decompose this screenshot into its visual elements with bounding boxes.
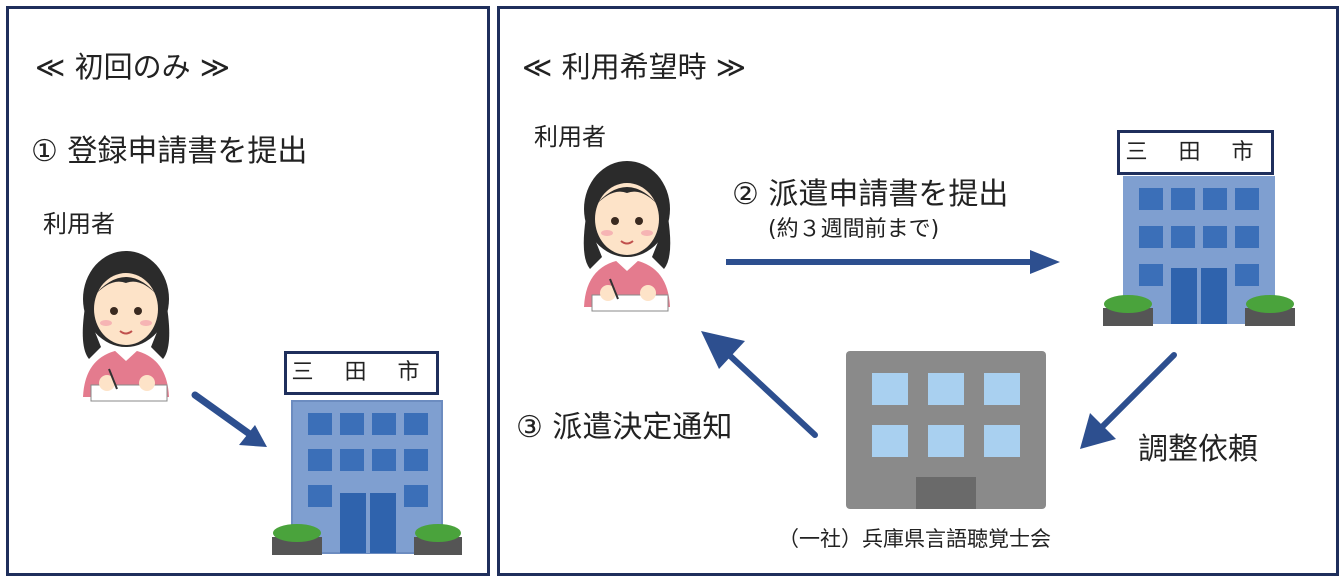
user-label: 利用者 xyxy=(43,210,115,238)
coordination-request-label: 調整依頼 xyxy=(1138,432,1258,467)
when-requesting-panel: ≪ 利用希望時 ≫ 利用者 ② 派遣申請書を提出 (約３週間前まで) 三 田 市 xyxy=(497,6,1339,576)
association-building-icon xyxy=(846,351,1046,509)
city-sign: 三 田 市 xyxy=(1117,130,1274,175)
arrow-icon xyxy=(1080,352,1177,449)
initial-only-panel: ≪ 初回のみ ≫ ① 登録申請書を提出 利用者 三 田 市 xyxy=(6,6,490,576)
association-name: （一社）兵庫県言語聴覚士会 xyxy=(778,527,1051,551)
step2-label: ② 派遣申請書を提出 xyxy=(732,177,1009,212)
user-label: 利用者 xyxy=(534,123,606,151)
step3-label: ③ 派遣決定通知 xyxy=(516,410,733,445)
arrow-icon xyxy=(701,331,818,438)
arrow-icon xyxy=(191,391,267,447)
user-writing-icon xyxy=(82,251,170,402)
step2-note: (約３週間前まで) xyxy=(768,217,940,242)
city-hall-building-icon xyxy=(272,400,462,555)
city-sign: 三 田 市 xyxy=(284,351,439,395)
panel-heading: ≪ 初回のみ ≫ xyxy=(35,50,231,84)
step1-label: ① 登録申請書を提出 xyxy=(31,134,308,169)
arrow-icon xyxy=(726,250,1060,274)
panel-heading: ≪ 利用希望時 ≫ xyxy=(522,50,747,84)
city-hall-building-icon xyxy=(1103,176,1295,326)
user-writing-icon xyxy=(583,161,671,312)
